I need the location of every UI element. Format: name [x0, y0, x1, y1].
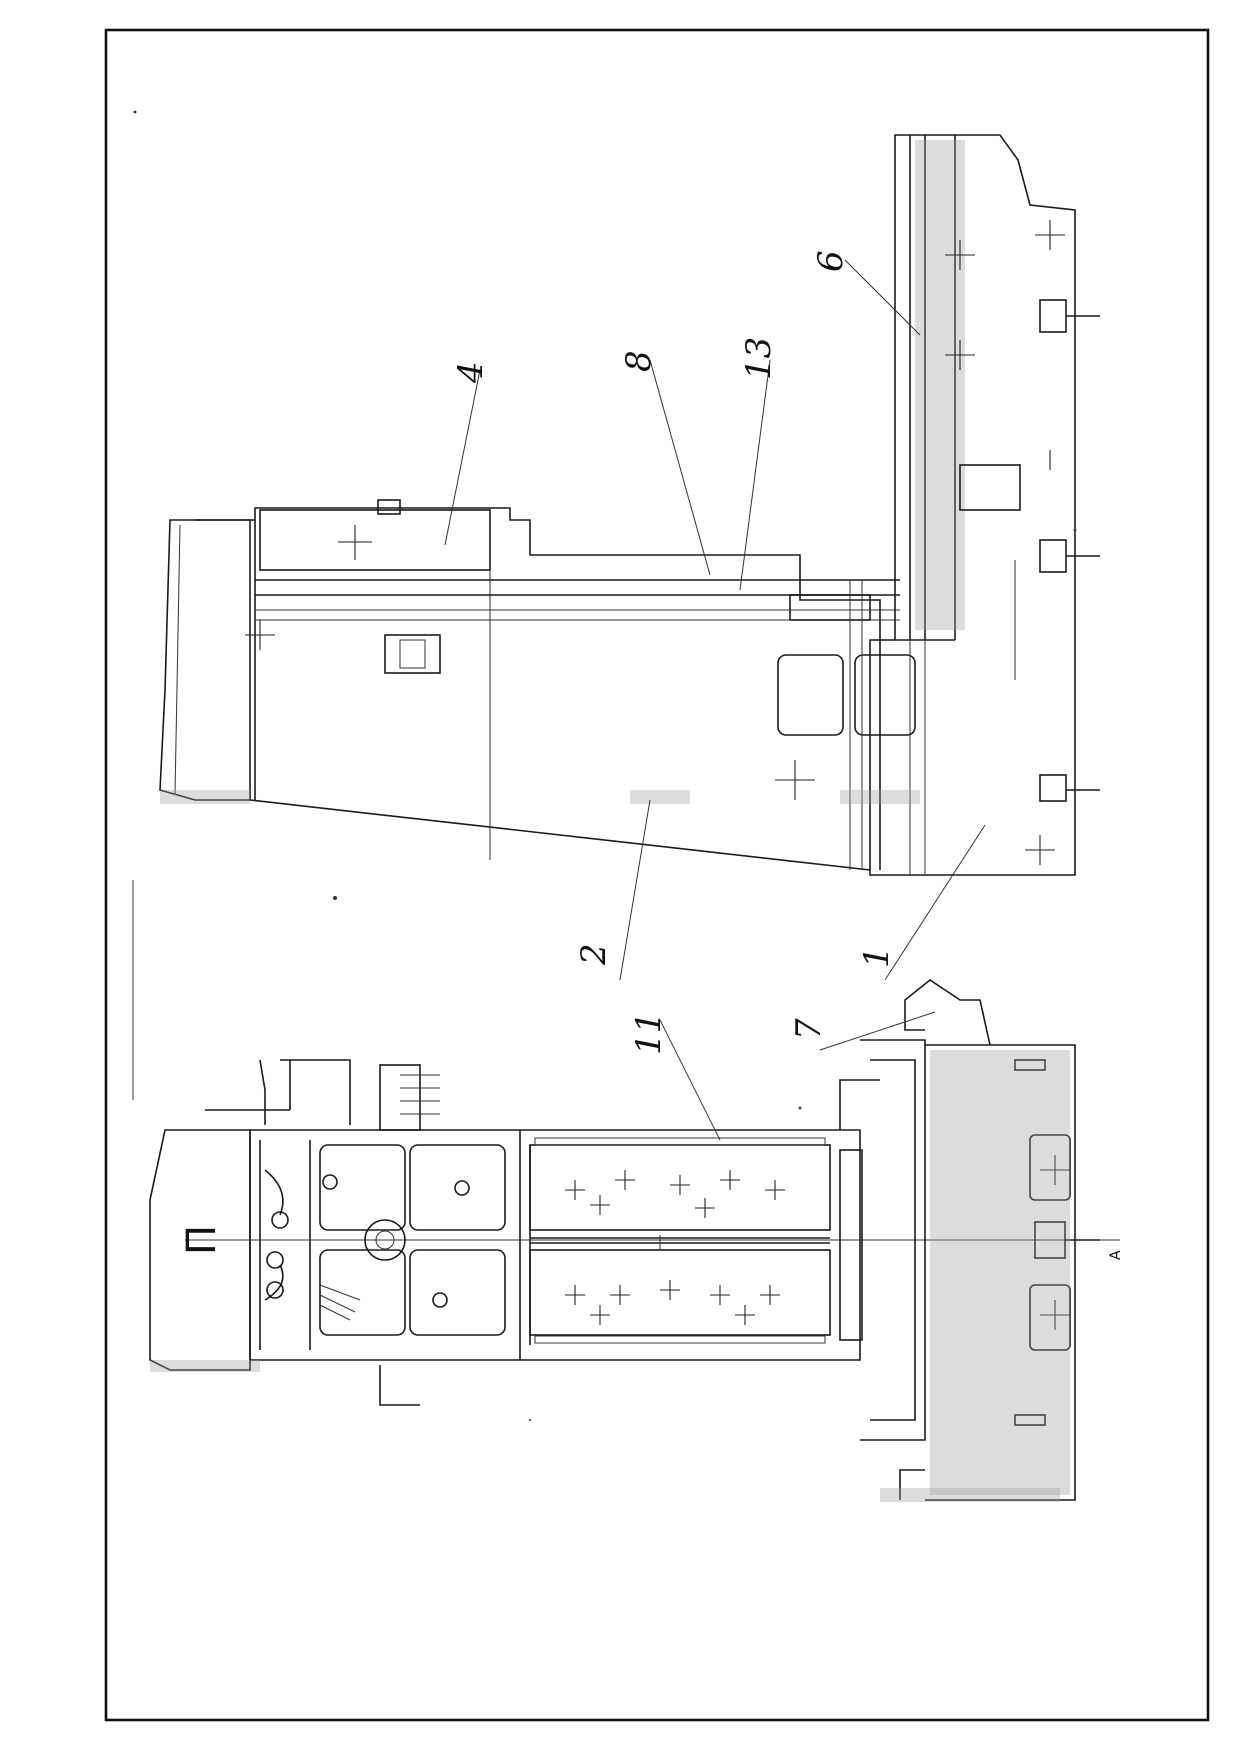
callout-11: 11 [629, 1012, 669, 1055]
callout-8: 8 [619, 350, 659, 372]
upper-side-view [159, 134, 1100, 876]
callout-4: 4 [451, 361, 491, 384]
coil-marks-bottom [565, 1280, 780, 1325]
upper-leaders [444, 259, 986, 981]
arrow-mark: А [1108, 1250, 1124, 1260]
callout-6: 6 [811, 250, 851, 272]
lower-leaders [659, 1011, 936, 1141]
callout-labels: 4 8 13 6 2 1 11 7 П А [179, 250, 1124, 1260]
section-mark: П [179, 1225, 225, 1255]
scan-speckles [132, 110, 1077, 1422]
coil-marks-top [565, 1170, 785, 1218]
sheet-border [104, 28, 1210, 1722]
callout-7: 7 [789, 1018, 829, 1040]
callout-2: 2 [574, 943, 614, 966]
callout-13: 13 [739, 337, 779, 380]
lower-section-view [149, 979, 1120, 1502]
callout-1: 1 [857, 946, 897, 968]
